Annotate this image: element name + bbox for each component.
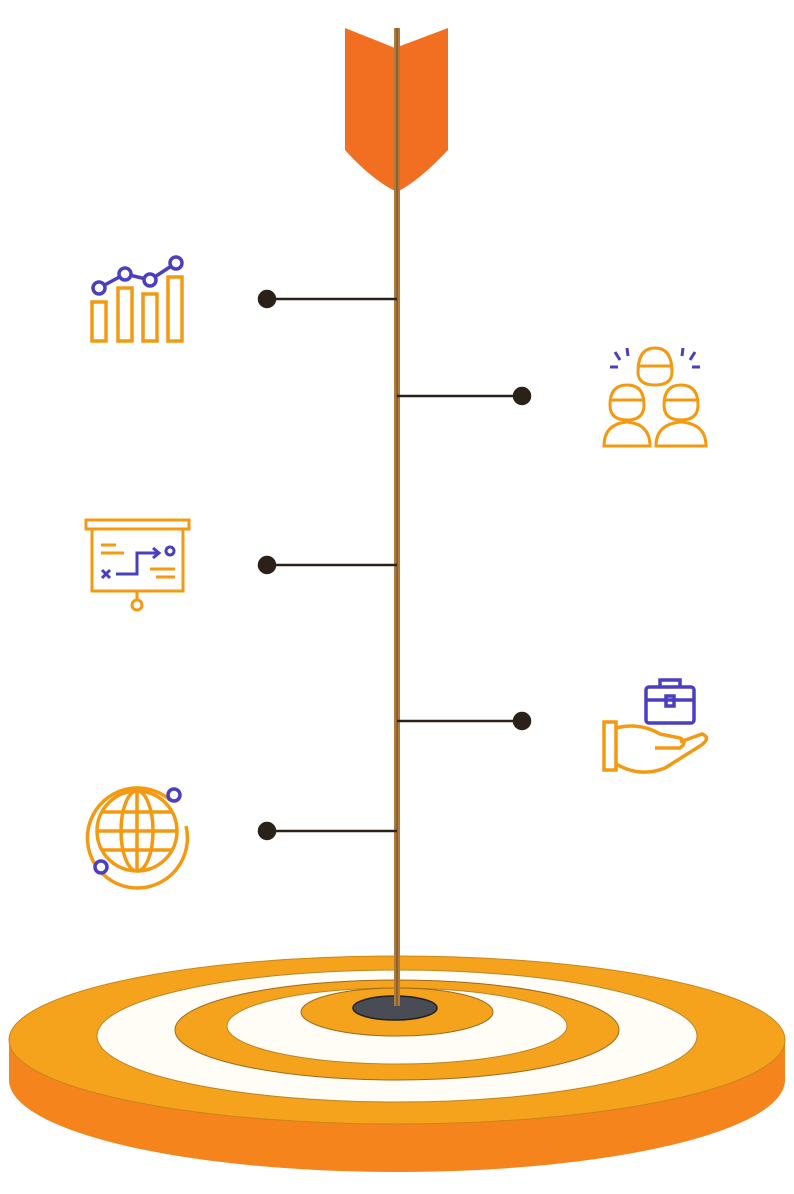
strategy-board-icon (84, 518, 191, 612)
globe-icon (85, 786, 190, 890)
hand-briefcase-icon (602, 678, 709, 774)
arrow (345, 28, 448, 1006)
target-board (8, 955, 786, 1172)
connectors (257, 289, 532, 841)
team-icon (602, 346, 708, 448)
growth-chart-icon (90, 255, 184, 343)
